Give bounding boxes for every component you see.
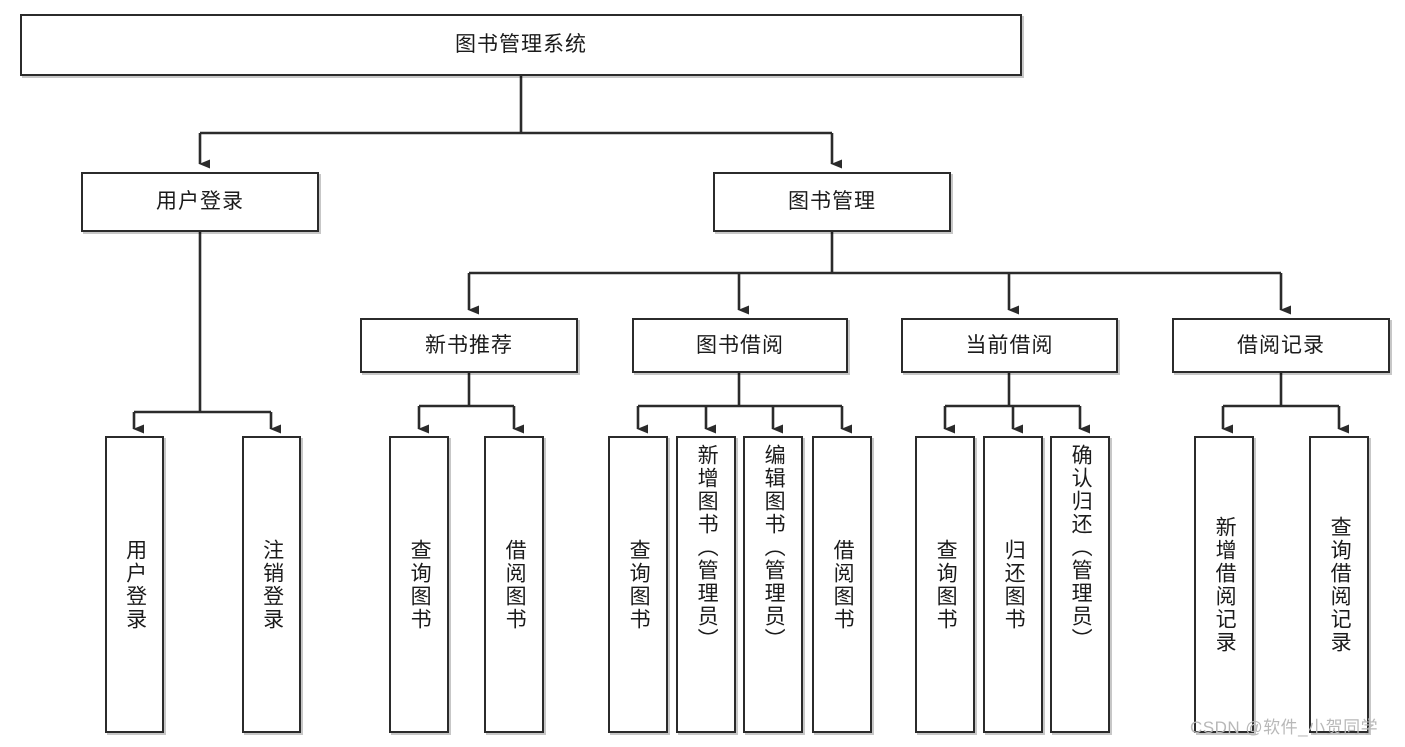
node-root-system[interactable]: 图书管理系统 xyxy=(20,14,1022,76)
node-label: 借阅图书 xyxy=(503,538,527,631)
node-label: 查询图书 xyxy=(408,538,432,631)
node-label: 查询借阅记录 xyxy=(1328,515,1352,654)
node-label: 注销登录 xyxy=(260,538,284,631)
node-book-borrow[interactable]: 图书借阅 xyxy=(632,318,848,373)
csdn-watermark: CSDN @软件_小贺同学 xyxy=(1190,718,1379,737)
node-label: 新增图书（管理员） xyxy=(695,444,719,651)
node-label: 借阅记录 xyxy=(1237,333,1325,357)
node-user-login[interactable]: 用户登录 xyxy=(81,172,319,232)
node-label: 查询图书 xyxy=(627,538,651,631)
node-book-management[interactable]: 图书管理 xyxy=(713,172,951,232)
leaf-user-login-login[interactable]: 用户登录 xyxy=(105,436,164,733)
node-label: 当前借阅 xyxy=(965,333,1054,357)
leaf-borrow-borrow-book[interactable]: 借阅图书 xyxy=(812,436,872,733)
leaf-borrow-edit-book-admin[interactable]: 编辑图书（管理员） xyxy=(743,436,803,733)
node-label: 图书借阅 xyxy=(696,333,784,357)
node-borrow-record[interactable]: 借阅记录 xyxy=(1172,318,1390,373)
node-label: 查询图书 xyxy=(934,538,958,631)
node-new-book-recommend[interactable]: 新书推荐 xyxy=(360,318,578,373)
node-label: 用户登录 xyxy=(123,538,147,631)
leaf-record-add-record[interactable]: 新增借阅记录 xyxy=(1194,436,1254,733)
leaf-record-query-record[interactable]: 查询借阅记录 xyxy=(1309,436,1369,733)
leaf-borrow-query-book[interactable]: 查询图书 xyxy=(608,436,668,733)
leaf-recommend-query-book[interactable]: 查询图书 xyxy=(389,436,449,733)
node-label: 图书管理系统 xyxy=(455,33,587,57)
node-label: 图书管理 xyxy=(788,190,876,214)
node-label: 编辑图书（管理员） xyxy=(762,444,786,651)
leaf-current-confirm-return-admin[interactable]: 确认归还（管理员） xyxy=(1050,436,1110,733)
node-label: 用户登录 xyxy=(156,190,244,214)
node-label: 借阅图书 xyxy=(831,538,855,631)
leaf-borrow-add-book-admin[interactable]: 新增图书（管理员） xyxy=(676,436,736,733)
node-label: 确认归还（管理员） xyxy=(1069,444,1093,651)
leaf-recommend-borrow-book[interactable]: 借阅图书 xyxy=(484,436,544,733)
leaf-current-query-book[interactable]: 查询图书 xyxy=(915,436,975,733)
node-label: 归还图书 xyxy=(1002,538,1026,631)
leaf-user-login-logout[interactable]: 注销登录 xyxy=(242,436,301,733)
node-current-borrow[interactable]: 当前借阅 xyxy=(901,318,1118,373)
leaf-current-return-book[interactable]: 归还图书 xyxy=(983,436,1043,733)
node-label: 新增借阅记录 xyxy=(1213,515,1237,654)
node-label: 新书推荐 xyxy=(425,333,513,357)
